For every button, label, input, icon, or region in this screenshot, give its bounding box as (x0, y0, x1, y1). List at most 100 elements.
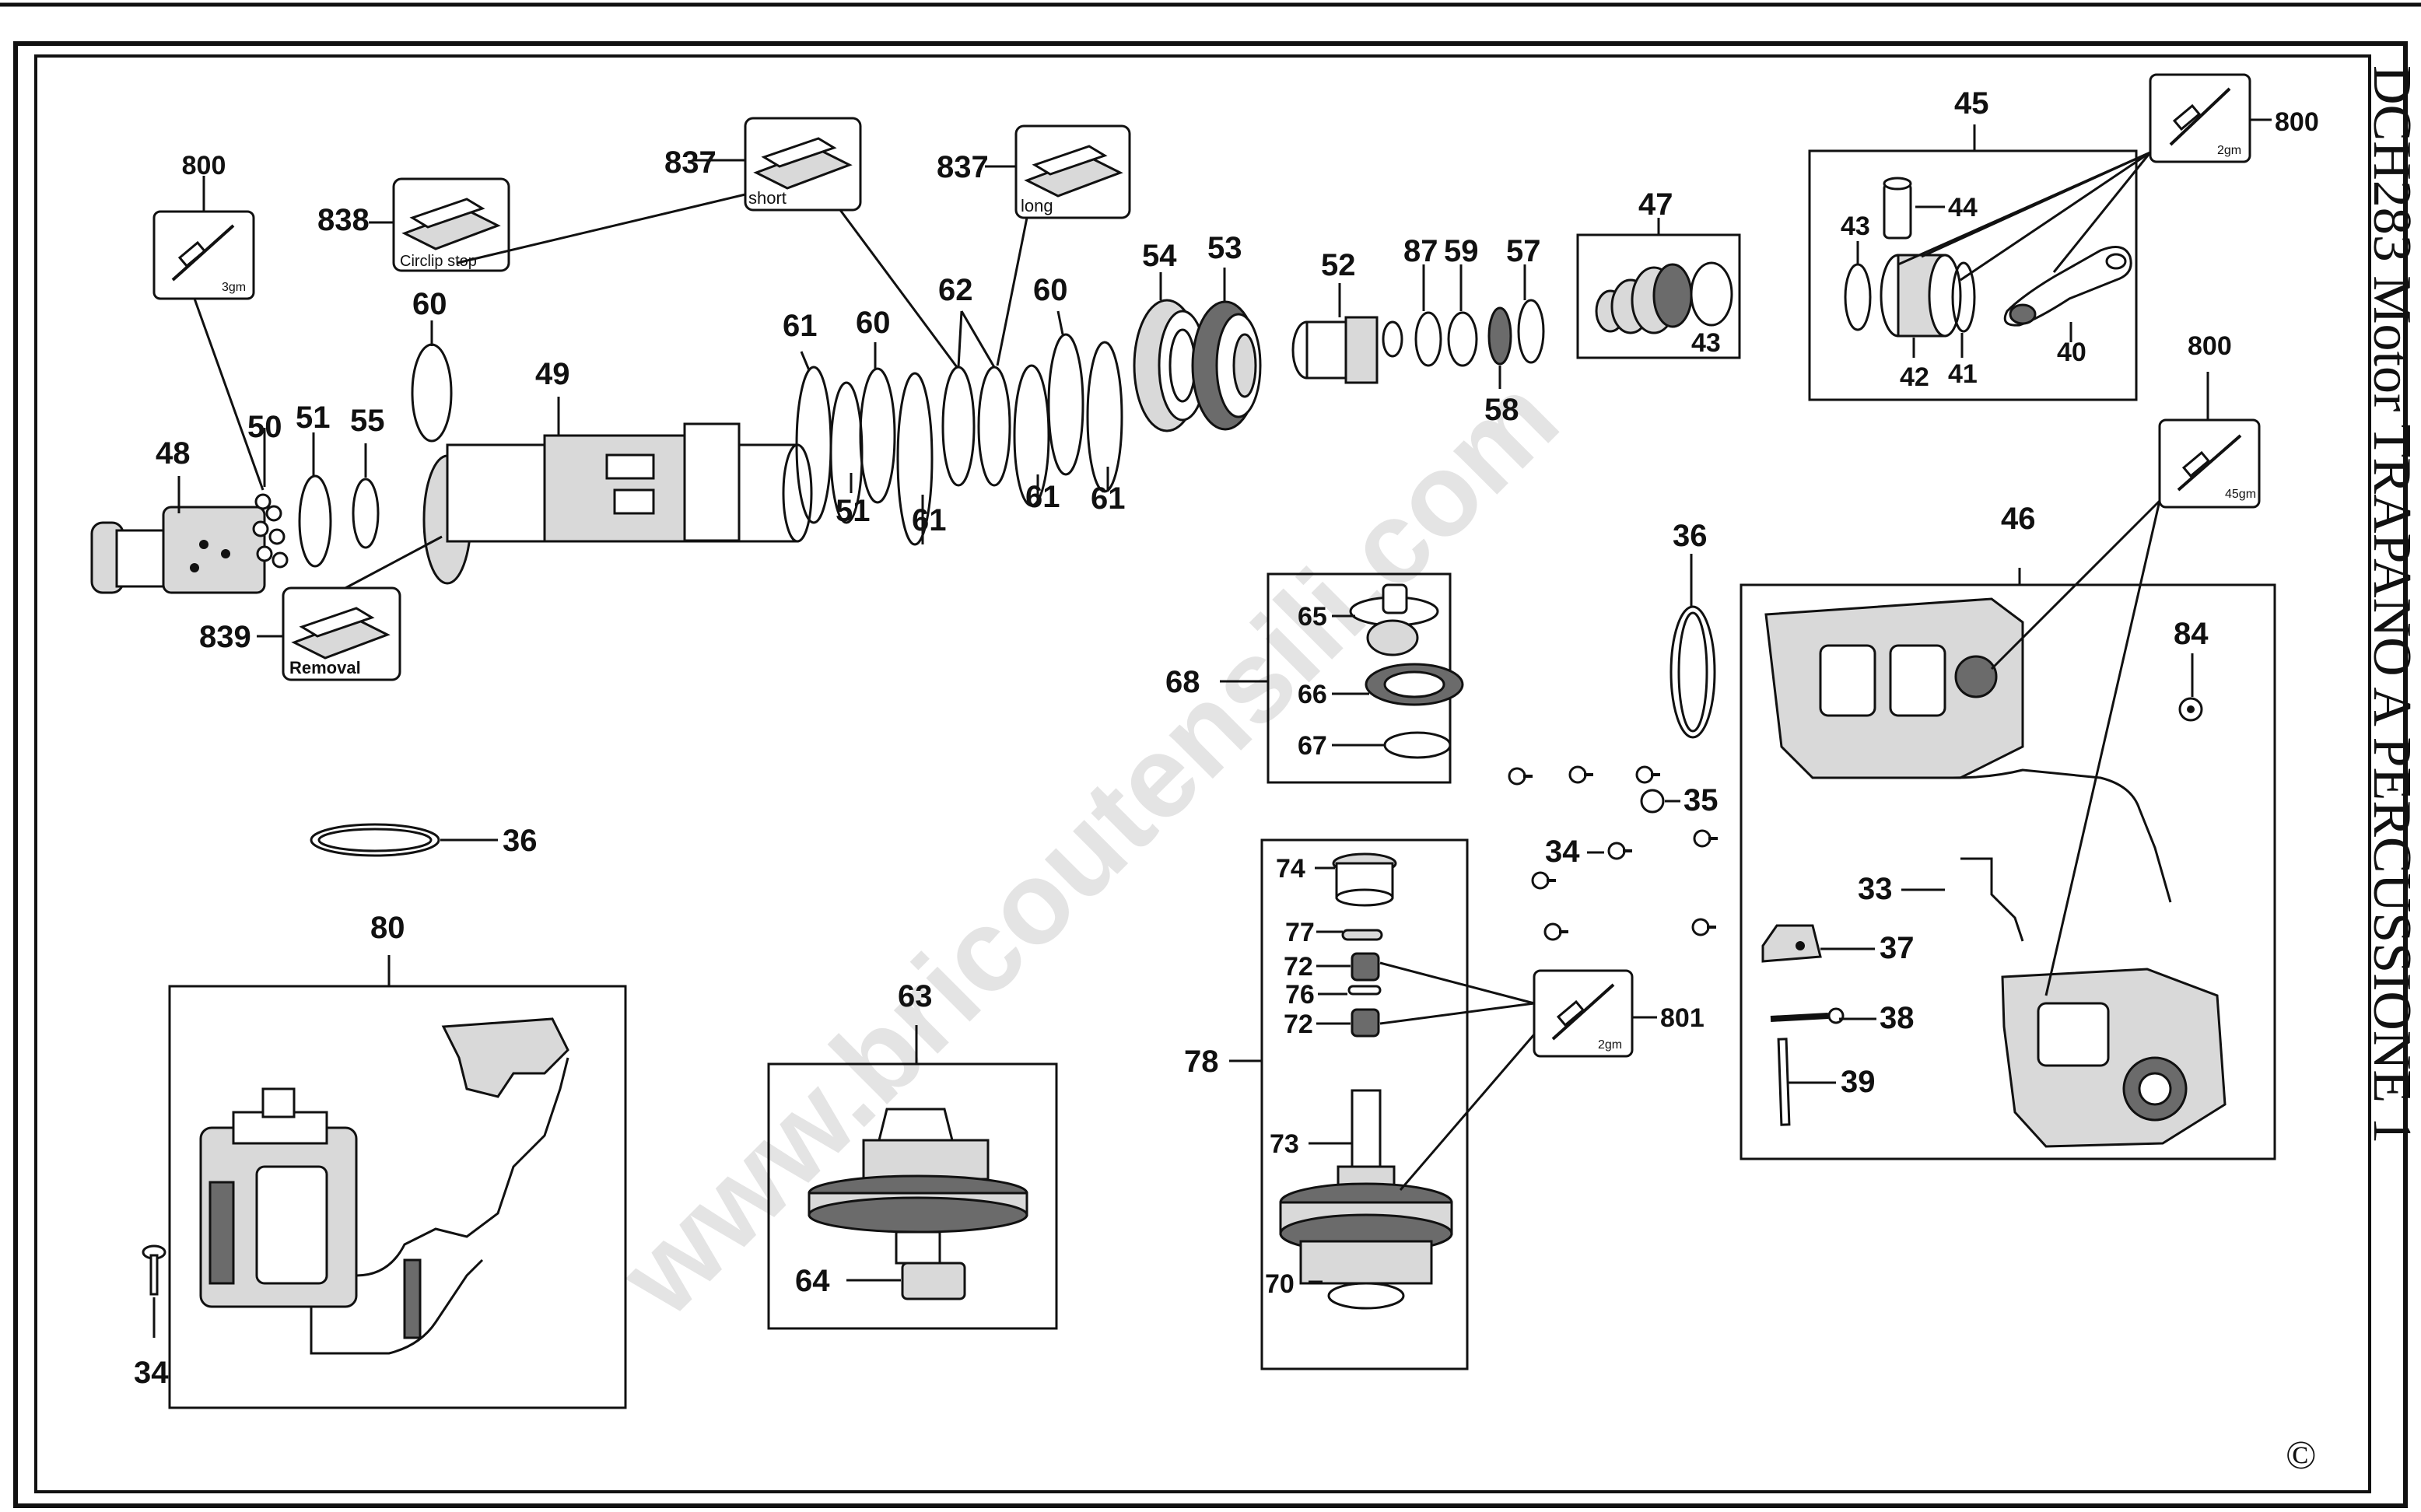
callout-37: 37 (1880, 931, 1915, 965)
callout-50: 50 (247, 410, 282, 444)
screws-34 (1508, 765, 1718, 941)
part-59-ring (1447, 311, 1478, 367)
part-76-spacer (1347, 985, 1382, 996)
part-74-bushing (1332, 852, 1397, 907)
callout-51-a: 51 (296, 401, 331, 435)
callout-800-right: 800 (2188, 331, 2232, 361)
part-39-rod (1777, 1038, 1791, 1126)
tool-box-838: Circlip stop (392, 177, 510, 272)
part-66-bearing (1365, 663, 1464, 706)
grease-box-801: 2gm (1533, 969, 1634, 1058)
part-73-70-gear-shaft (1279, 1089, 1453, 1310)
callout-36-left: 36 (503, 824, 538, 858)
part-52-sleeve (1291, 316, 1403, 384)
callout-48: 48 (156, 436, 191, 471)
callout-77: 77 (1285, 918, 1315, 947)
callout-76: 76 (1285, 980, 1315, 1010)
part-87-ring (1414, 311, 1442, 367)
callout-65: 65 (1298, 602, 1327, 632)
leader-lines-78 (1229, 866, 1657, 1283)
callout-62: 62 (938, 273, 973, 307)
grease-box-800-top-right: 2gm (2149, 73, 2251, 163)
callout-labels: 800 838 837 837 60 49 50 51 55 48 839 61… (134, 86, 2319, 1390)
tool-box-839: Removal (282, 586, 401, 681)
grease-amount-2b: 2gm (1598, 1038, 1622, 1052)
part-42-sleeve (1880, 254, 1962, 338)
callout-49: 49 (535, 357, 570, 391)
callout-43-b: 43 (1841, 212, 1870, 241)
tag-long: long (1021, 196, 1053, 215)
callout-68: 68 (1165, 665, 1200, 699)
part-41-ring (1951, 261, 1976, 333)
callout-55: 55 (350, 404, 385, 438)
callout-58: 58 (1484, 393, 1519, 427)
part-77-ring (1341, 929, 1383, 941)
part-50-balls (252, 493, 289, 569)
callout-72-b: 72 (1284, 1010, 1313, 1039)
callout-60-a: 60 (412, 287, 447, 321)
part-36-ring-left (310, 823, 440, 857)
callout-39: 39 (1841, 1065, 1876, 1099)
callout-60-b: 60 (856, 306, 891, 340)
callout-61-a: 61 (783, 309, 818, 343)
outer-frame (13, 41, 2408, 1508)
box-63 (767, 1062, 1058, 1330)
callout-54: 54 (1142, 239, 1177, 273)
grease-amount-2: 2gm (2217, 144, 2241, 157)
leader-lines-screws (1587, 800, 1680, 854)
part-47-bellows (1595, 261, 1733, 334)
part-44-pin (1883, 177, 1912, 240)
part-57-ring (1517, 299, 1545, 364)
callout-34-right: 34 (1545, 835, 1580, 869)
callout-35: 35 (1683, 783, 1719, 817)
part-48-sleeve (90, 506, 266, 594)
callout-84: 84 (2174, 617, 2209, 651)
callout-73: 73 (1270, 1129, 1299, 1159)
callout-66: 66 (1298, 680, 1327, 709)
part-60-ring-3 (1047, 333, 1084, 476)
callout-67: 67 (1298, 731, 1327, 761)
grease-box-800-left: 3gm (152, 210, 255, 300)
callout-74: 74 (1276, 854, 1305, 884)
part-40-con-rod (2003, 246, 2132, 327)
callout-61-c: 61 (1025, 480, 1060, 514)
callout-78: 78 (1184, 1045, 1219, 1079)
leader-lines-68 (1220, 614, 1385, 747)
callout-36-right: 36 (1673, 519, 1708, 553)
part-72-needle-b (1351, 1008, 1380, 1038)
box-78 (1260, 838, 1469, 1370)
callout-87: 87 (1403, 234, 1438, 268)
part-33-wire (1960, 857, 2024, 942)
callout-46: 46 (2001, 502, 2036, 536)
leader-lines-46 (1788, 372, 2209, 1084)
tool-box-837-long: long (1014, 124, 1131, 219)
part-37-clip (1761, 924, 1822, 963)
tag-short: short (748, 188, 787, 208)
callout-800-left: 800 (182, 151, 226, 180)
callout-59: 59 (1444, 234, 1479, 268)
callout-63: 63 (898, 979, 933, 1013)
part-49-barrel (422, 422, 813, 585)
part-36-ring-right (1669, 605, 1716, 739)
leader-lines-upper (177, 159, 1526, 638)
callout-45: 45 (1954, 86, 1989, 121)
callout-40: 40 (2057, 338, 2086, 367)
callout-52: 52 (1321, 248, 1356, 282)
tag-removal: Removal (289, 658, 361, 677)
part-46-housing-lower (2001, 968, 2227, 1148)
callout-53: 53 (1207, 231, 1242, 265)
callout-800-top-right: 800 (2275, 107, 2319, 137)
grease-box-800-right: 45gm (2158, 418, 2261, 509)
part-51-ring (298, 474, 332, 568)
grease-amount-45: 45gm (2225, 488, 2256, 501)
callout-837-long: 837 (937, 150, 989, 184)
part-65-cam (1349, 583, 1439, 656)
callout-38: 38 (1880, 1001, 1915, 1035)
part-34-screw-left (142, 1244, 166, 1296)
part-60-ring-2 (859, 367, 896, 504)
page-title: DCH283 Motor TRAPANO A PERCUSSIONE 1 (2362, 65, 2421, 1144)
part-61-ring-3 (1013, 364, 1050, 507)
tag-circlip-stop: Circlip stop (400, 253, 477, 270)
callout-839: 839 (199, 620, 251, 654)
